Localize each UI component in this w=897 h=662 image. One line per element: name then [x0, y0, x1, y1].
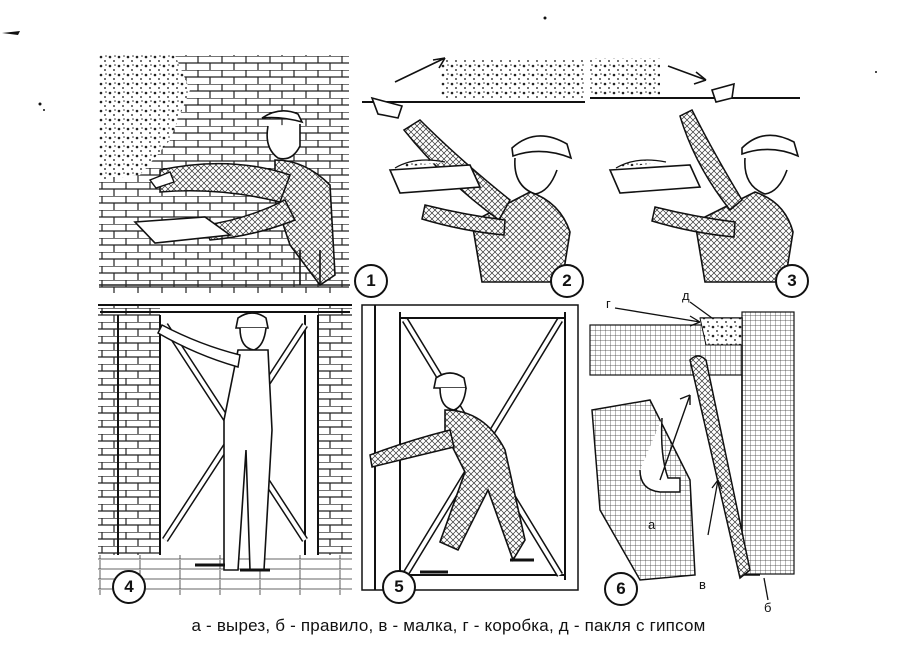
panel-5-illustration [361, 304, 579, 591]
label-v: в [699, 577, 706, 592]
panel-3-illustration [590, 58, 800, 283]
label-g: г [606, 296, 611, 311]
legend-caption: а - вырез, б - правило, в - малка, г - к… [191, 616, 706, 635]
label-b: б [764, 600, 772, 615]
panel-number-6: 6 [604, 572, 638, 606]
panel-number-4: 4 [112, 570, 146, 604]
label-a: а [648, 517, 656, 532]
panel-number-3: 3 [775, 264, 809, 298]
panel-2-illustration [362, 57, 585, 283]
panel-4-illustration [98, 304, 352, 595]
panel-number-2: 2 [550, 264, 584, 298]
panel-number-1: 1 [354, 264, 388, 298]
label-d: д [682, 288, 690, 303]
panel-number-5: 5 [382, 570, 416, 604]
panel-6-illustration [589, 301, 795, 601]
scan-marks [2, 16, 877, 111]
panel-1-illustration [99, 55, 350, 293]
